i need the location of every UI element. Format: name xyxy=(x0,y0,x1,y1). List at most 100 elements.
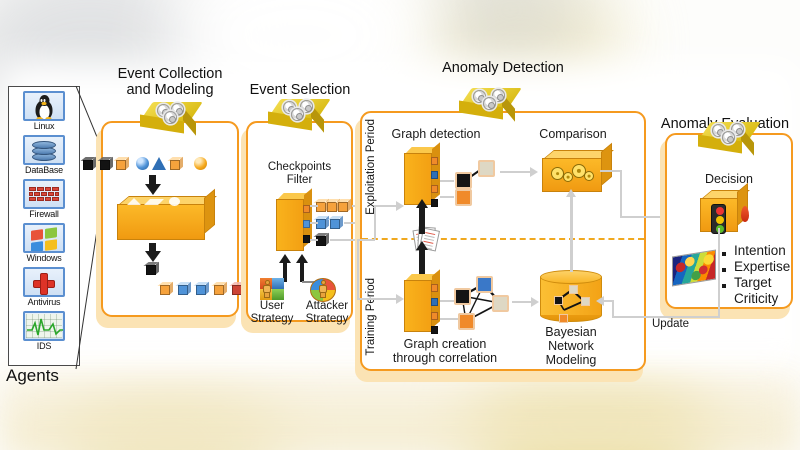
agent-item-firewall[interactable]: Firewall xyxy=(13,179,75,219)
attacker-strategy-label: Attacker Strategy xyxy=(298,300,356,326)
period-transfer-arrow-stem xyxy=(419,206,425,234)
checkpoints-filter-label-line1: Checkpoints xyxy=(267,161,332,173)
agent-label: Firewall xyxy=(29,209,59,219)
wire-update-down xyxy=(718,228,720,318)
training-period-label: Training Period xyxy=(365,278,377,356)
graph-creation-node-orange xyxy=(458,313,475,330)
wire-bayesian-to-comparison-arrow xyxy=(566,189,576,197)
wire-comparison-out-v xyxy=(620,170,622,218)
criterion-criticity: Criticity xyxy=(734,291,779,306)
flame-icon xyxy=(741,206,749,222)
gold-gear-plate-icon xyxy=(267,99,331,133)
selection-out-orange-1 xyxy=(313,198,329,212)
attacker-strategy-label-line1: Attacker xyxy=(305,300,349,312)
wire-comparison-out-h xyxy=(600,170,622,172)
bayesian-label-line3: Modeling xyxy=(545,353,597,367)
graph-creation-node-beige xyxy=(492,295,509,312)
graph-node-orange xyxy=(455,189,472,206)
input-shape-orange-cube xyxy=(113,156,129,170)
wire-update-arrow xyxy=(596,296,604,306)
input-shape-amber-sphere xyxy=(194,157,207,170)
wire-into-graph-creation-arrow xyxy=(396,294,404,304)
attacker-strategy-arrow-stem xyxy=(300,262,304,282)
selection-out-blue-2 xyxy=(327,215,343,229)
agent-label: DataBase xyxy=(25,165,63,175)
user-strategy-label-line2: Strategy xyxy=(250,312,294,325)
selection-out-orange-3 xyxy=(335,198,351,212)
update-label: Update xyxy=(652,318,690,330)
comparison-label: Comparison xyxy=(539,127,607,141)
wire-graph-to-comparison xyxy=(500,171,532,173)
user-strategy-label: User Strategy xyxy=(246,300,298,326)
background-strip-cream xyxy=(0,378,800,404)
wire-creation-to-bayesian xyxy=(512,301,534,303)
wire-into-graph-creation xyxy=(382,298,398,300)
windows-logo-icon xyxy=(23,223,65,253)
wire-tower-to-creation-graph-2 xyxy=(440,318,458,320)
input-shape-blue-cone xyxy=(152,157,166,170)
bayesian-label-line2: Network xyxy=(548,339,594,353)
graph-creation-node-black xyxy=(454,288,471,305)
wire-creation-to-bayesian-arrow xyxy=(531,297,539,307)
gold-gear-plate-icon xyxy=(697,122,761,156)
input-shape-orange-cube-2 xyxy=(167,156,183,170)
orange-server-tower-icon xyxy=(404,269,440,334)
agent-item-linux[interactable]: Linux xyxy=(13,91,75,131)
database-cylinder-icon xyxy=(23,135,65,165)
agent-event-cube xyxy=(80,156,96,170)
user-strategy-arrow-stem xyxy=(283,262,287,282)
collection-output-cube-4 xyxy=(211,281,227,295)
event-collection-title-line2: and Modeling xyxy=(126,82,214,98)
agent-item-windows[interactable]: Windows xyxy=(13,223,75,263)
attacker-strategy-label-line2: Strategy xyxy=(305,312,349,325)
collection-output-cube-2 xyxy=(175,281,191,295)
background-strip-bottom xyxy=(0,400,800,450)
attacker-strategy-icon xyxy=(310,278,336,302)
wire-update-into-bayesian xyxy=(602,300,614,302)
graph-creation-node-blue xyxy=(476,276,493,293)
gold-gear-plate-icon xyxy=(139,102,203,136)
wire-selection-bus-row3 xyxy=(330,239,374,241)
criterion-expertise: Expertise xyxy=(734,259,791,274)
agents-panel-title: Agents xyxy=(6,366,59,385)
collection-inflow-arrow-head xyxy=(145,184,161,195)
wire-tower-to-graph-1 xyxy=(440,180,454,182)
input-shape-blue-sphere xyxy=(136,157,149,170)
wire-update-left xyxy=(612,316,720,318)
agent-item-database[interactable]: DataBase xyxy=(13,135,75,175)
wire-into-graph-detection xyxy=(382,205,398,207)
checkpoints-filter-label-line2: Filter xyxy=(286,173,313,186)
event-collection-title-line1: Event Collection xyxy=(117,66,223,82)
dashed-orange-separator xyxy=(362,238,644,240)
graph-creation-label-line2: through correlation xyxy=(392,351,498,365)
bayesian-label-line1: Bayesian xyxy=(545,325,597,339)
linux-penguin-icon xyxy=(23,91,65,121)
agent-item-antivirus[interactable]: Antivirus xyxy=(13,267,75,307)
orange-gear-box-icon xyxy=(542,142,614,192)
red-cross-shield-icon xyxy=(23,267,65,297)
agent-item-ids[interactable]: IDS xyxy=(13,311,75,351)
attacker-strategy-arrow-head xyxy=(296,254,308,263)
wire-selection-bus-down-b xyxy=(357,239,359,299)
traffic-light-box-icon xyxy=(700,182,750,234)
agents-panel: Linux DataBase Firewall Windows xyxy=(8,86,80,366)
wire-tower-to-graph-2 xyxy=(440,196,454,198)
period-transfer-arrow-head-up xyxy=(416,199,428,208)
wire-selection-out-row2 xyxy=(310,222,318,224)
ekg-waveform-icon xyxy=(23,311,65,341)
graph-creation-label-line1: Graph creation xyxy=(403,337,487,351)
user-strategy-label-line1: User xyxy=(259,300,285,312)
bullet-marker xyxy=(722,268,726,272)
wire-update-to-bayesian xyxy=(612,300,614,318)
collection-output-black-cube xyxy=(143,261,159,275)
orange-server-tower-icon xyxy=(276,188,312,253)
criterion-target: Target xyxy=(734,275,772,290)
collection-outflow-arrow-head xyxy=(145,251,161,262)
wire-selection-out-row1 xyxy=(310,205,318,207)
wire-bayesian-to-comparison xyxy=(570,196,573,272)
selection-out-blue-1 xyxy=(313,215,329,229)
graph-node-beige xyxy=(478,160,495,177)
graph-detection-label: Graph detection xyxy=(391,127,481,141)
orange-database-cylinder-icon xyxy=(540,270,602,323)
